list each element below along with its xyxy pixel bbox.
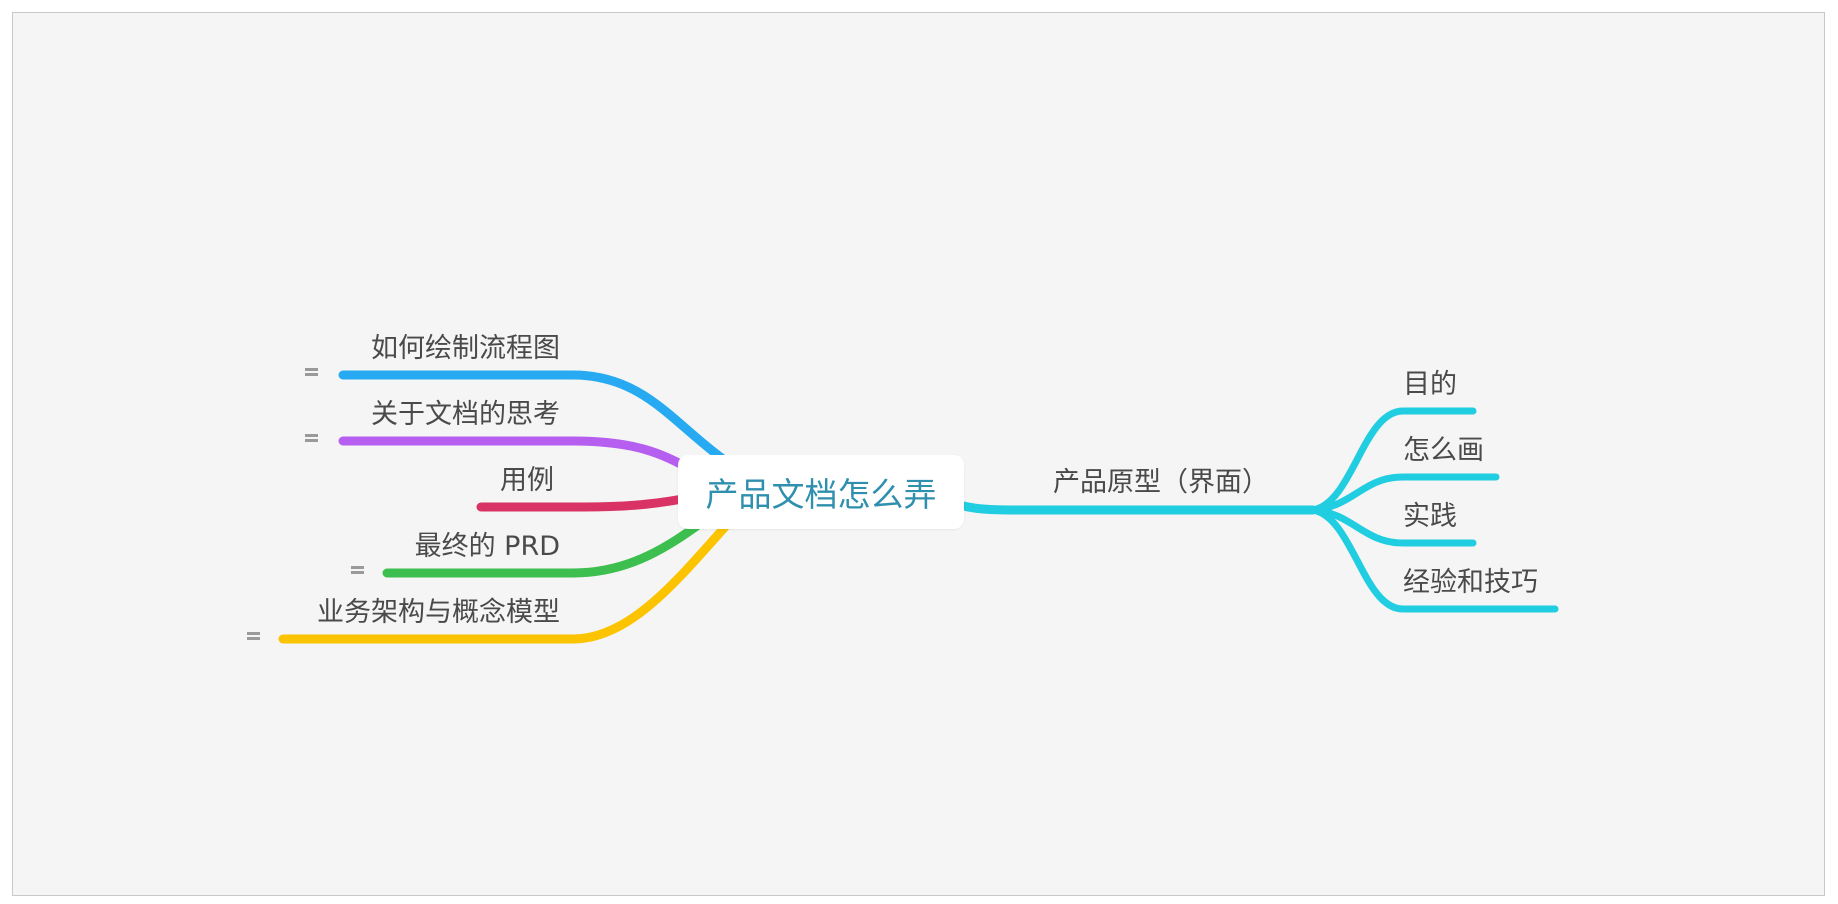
branch-line-flowchart — [338, 370, 728, 464]
branch-line-business-arch — [278, 513, 738, 644]
branch-label-flowchart[interactable]: 如何绘制流程图 — [371, 333, 560, 364]
branch-label-prd[interactable]: 最终的 PRD — [414, 531, 560, 562]
branch-line-prototype — [948, 498, 1318, 515]
branch-label-usecase[interactable]: 用例 — [500, 465, 554, 496]
mindmap-canvas: 如何绘制流程图 关于文档的思考 用例 最终的 PRD 业务架构与概念模型 产品原… — [12, 12, 1825, 896]
child-label-how-to-draw[interactable]: 怎么画 — [1403, 435, 1484, 466]
root-topic[interactable]: 产品文档怎么弄 — [678, 455, 964, 529]
child-line-tips — [1309, 506, 1559, 613]
branch-label-doc-thinking[interactable]: 关于文档的思考 — [371, 399, 560, 430]
child-label-practice[interactable]: 实践 — [1403, 501, 1457, 532]
branch-label-business-arch[interactable]: 业务架构与概念模型 — [317, 597, 560, 628]
child-line-how-to-draw — [1309, 473, 1500, 514]
root-topic-label: 产品文档怎么弄 — [705, 475, 937, 514]
collapse-lines-icon[interactable] — [305, 368, 318, 378]
collapse-lines-icon[interactable] — [305, 434, 318, 444]
branch-line-usecase — [476, 492, 698, 512]
child-label-tips[interactable]: 经验和技巧 — [1403, 567, 1538, 598]
collapse-lines-icon[interactable] — [247, 632, 260, 642]
branch-label-prototype[interactable]: 产品原型（界面） — [1053, 467, 1269, 498]
child-line-purpose — [1309, 407, 1477, 514]
child-label-purpose[interactable]: 目的 — [1403, 369, 1457, 400]
collapse-lines-icon[interactable] — [351, 566, 364, 576]
